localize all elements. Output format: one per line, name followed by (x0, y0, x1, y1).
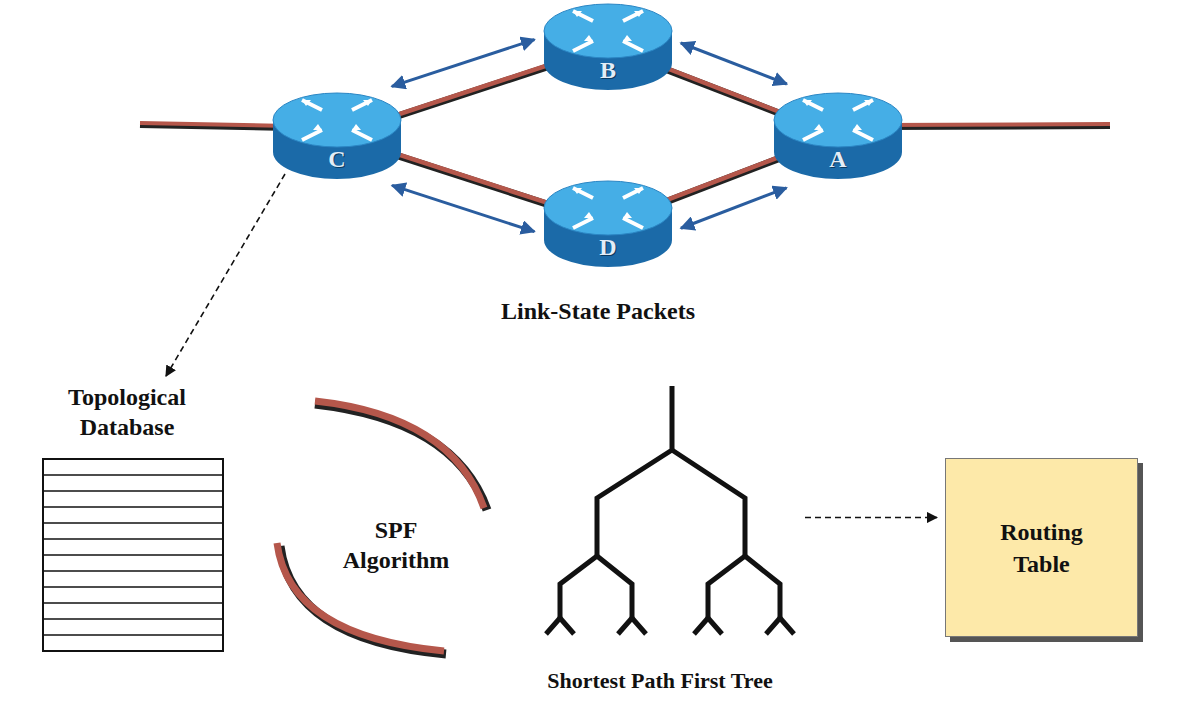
network-link (653, 63, 793, 118)
spf-arc (315, 401, 484, 508)
caption-label: Link-State Packets (501, 296, 695, 326)
lsp-arrow (681, 43, 787, 84)
table-title: Routing Table (977, 516, 1107, 580)
router-node: D (543, 180, 673, 268)
lsp-arrow (392, 40, 535, 87)
database-table (42, 458, 224, 652)
network-link (384, 150, 561, 209)
network-link (653, 152, 792, 207)
router-letter: B (543, 57, 673, 84)
router-node: A (773, 92, 903, 180)
database-heading: Topological Database (32, 376, 222, 442)
router-node: C (272, 92, 402, 180)
router-node: B (543, 3, 673, 91)
algorithm-label: SPF Algorithm (331, 515, 461, 575)
network-stub (140, 123, 290, 126)
router-letter: C (272, 146, 402, 173)
db-node: Topological Database (32, 376, 232, 652)
dashed-arrow (166, 174, 285, 376)
network-stub (880, 124, 1110, 125)
lsp-arrow (681, 188, 787, 228)
network-link (384, 61, 561, 121)
spf-tree (515, 384, 805, 654)
table-node: Routing Table (945, 458, 1138, 637)
router-letter: D (543, 234, 673, 261)
lsp-arrow (392, 185, 534, 231)
dashed-arrow (805, 517, 937, 518)
tree-node: Shortest Path First Tree (515, 384, 805, 696)
router-letter: A (773, 146, 903, 173)
tree-caption: Shortest Path First Tree (547, 668, 772, 694)
